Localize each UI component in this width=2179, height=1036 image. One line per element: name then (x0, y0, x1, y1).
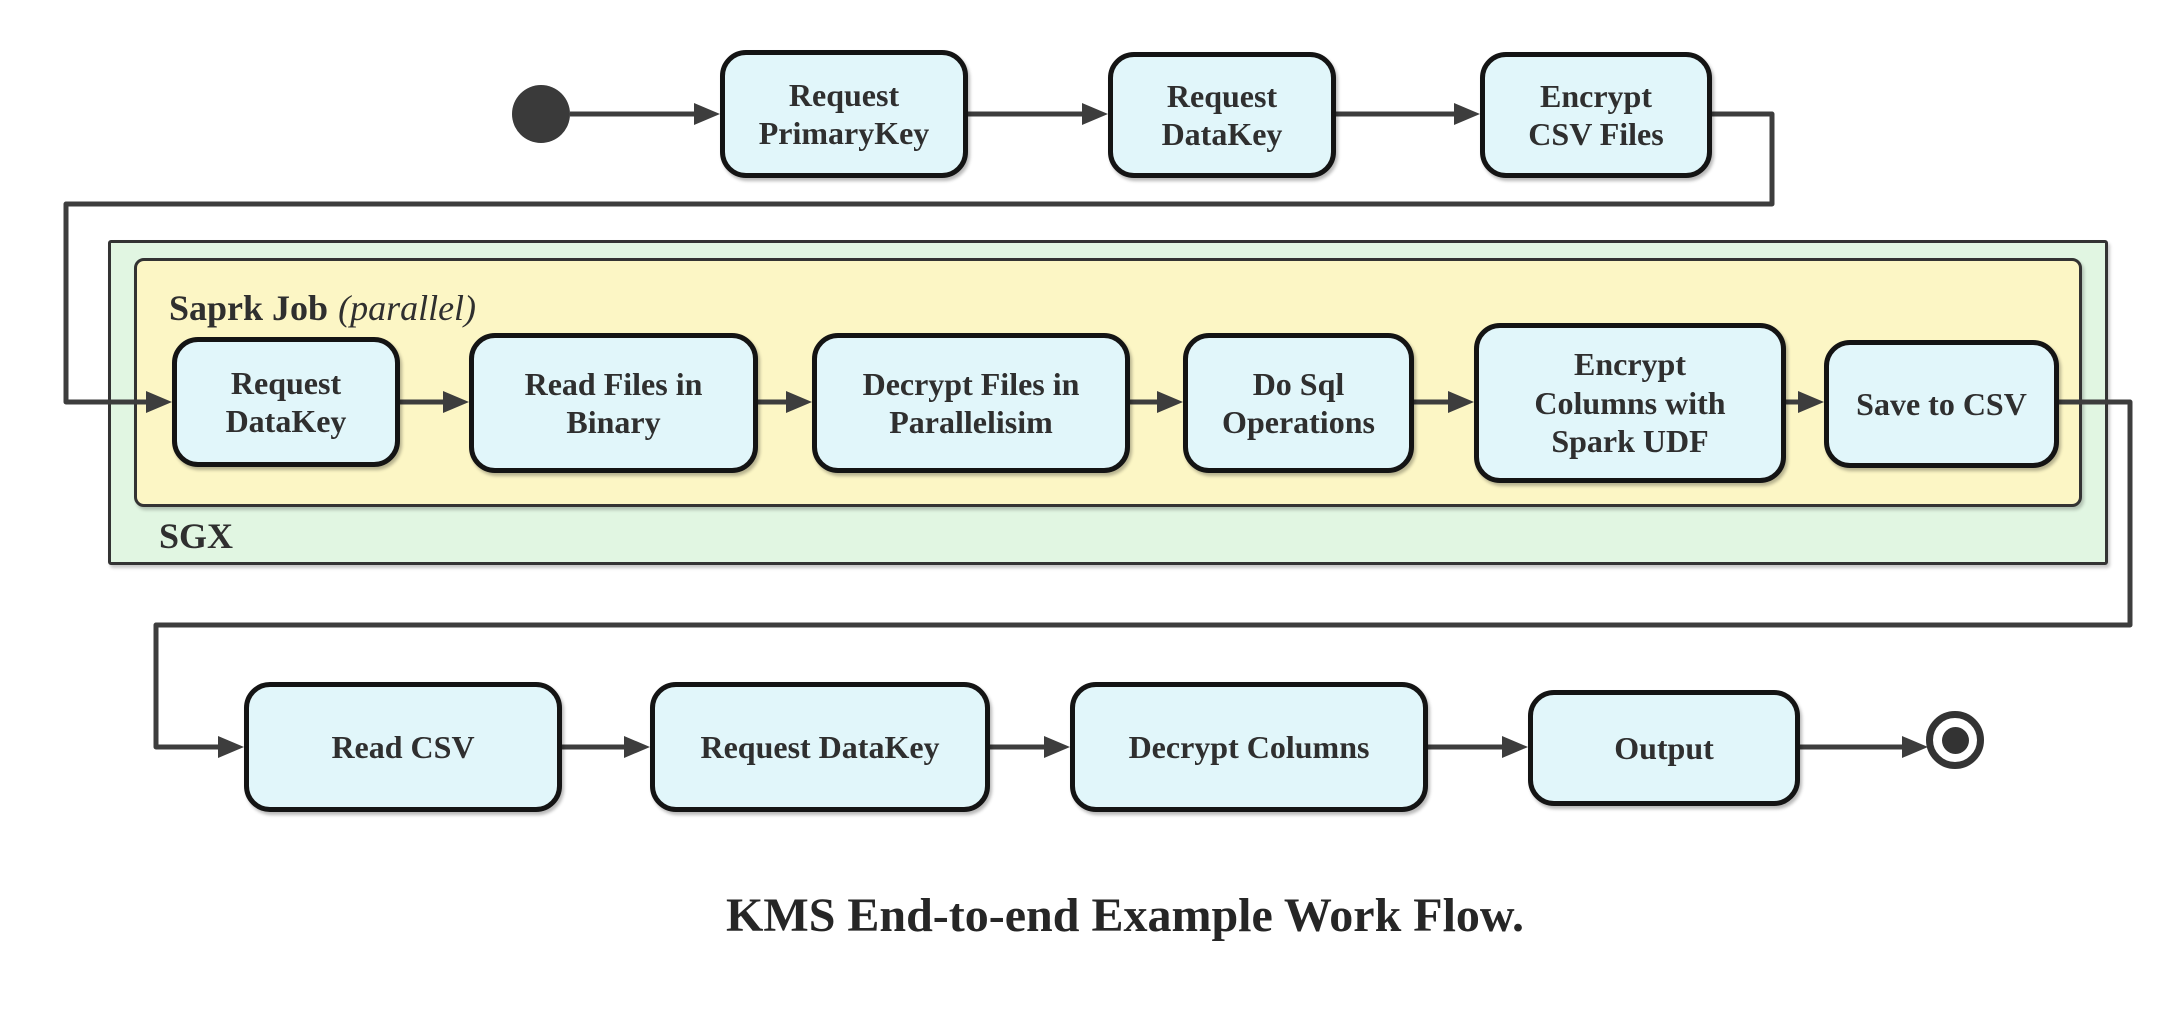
node-label: Request DataKey (1161, 77, 1283, 152)
node-read-files-in-binary: Read Files in Binary (469, 333, 758, 473)
node-request-primarykey: Request PrimaryKey (720, 50, 968, 178)
node-label: Read CSV (331, 728, 475, 765)
node-request-datakey-final: Request DataKey (650, 682, 990, 812)
edge-encrypt-csv-files-to-spark-request-datakey (63, 111, 1775, 405)
node-read-csv: Read CSV (244, 682, 562, 812)
node-encrypt-csv-files: Encrypt CSV Files (1480, 52, 1712, 178)
node-label: Request DataKey (225, 364, 347, 439)
node-request-datakey-spark: Request DataKey (172, 337, 400, 467)
node-label: Decrypt Columns (1128, 728, 1370, 765)
sgx-container-label: SGX (159, 516, 234, 556)
node-label: Request PrimaryKey (758, 76, 930, 151)
start-state-icon (512, 85, 570, 143)
node-label: Decrypt Files in Parallelisim (862, 365, 1080, 440)
node-decrypt-columns: Decrypt Columns (1070, 682, 1428, 812)
spark-job-container-label: Saprk Job(parallel) (169, 287, 476, 329)
node-save-to-csv: Save to CSV (1824, 340, 2059, 468)
node-label: Read Files in Binary (524, 365, 703, 440)
node-label: Do Sql Operations (1222, 365, 1375, 440)
node-decrypt-files-in-parallelism: Decrypt Files in Parallelisim (812, 333, 1130, 473)
node-label: Save to CSV (1856, 385, 2027, 422)
diagram-caption: KMS End-to-end Example Work Flow. (726, 889, 1524, 942)
node-label: Encrypt Columns with Spark UDF (1534, 346, 1726, 460)
node-do-sql-operations: Do Sql Operations (1183, 333, 1414, 473)
final-state-icon (1926, 711, 1984, 769)
node-label: Request DataKey (700, 728, 940, 765)
node-label: Output (1614, 729, 1714, 766)
node-label: Encrypt CSV Files (1528, 77, 1664, 152)
final-state-inner-dot (1941, 726, 1969, 754)
edge-save-csv-to-read-csv (153, 399, 2133, 750)
spark-job-label-bold: Saprk Job (169, 288, 329, 328)
node-output: Output (1528, 690, 1800, 806)
node-request-datakey-top: Request DataKey (1108, 52, 1336, 178)
spark-job-label-italic: (parallel) (338, 288, 477, 328)
node-encrypt-columns-with-spark-udf: Encrypt Columns with Spark UDF (1474, 323, 1786, 483)
